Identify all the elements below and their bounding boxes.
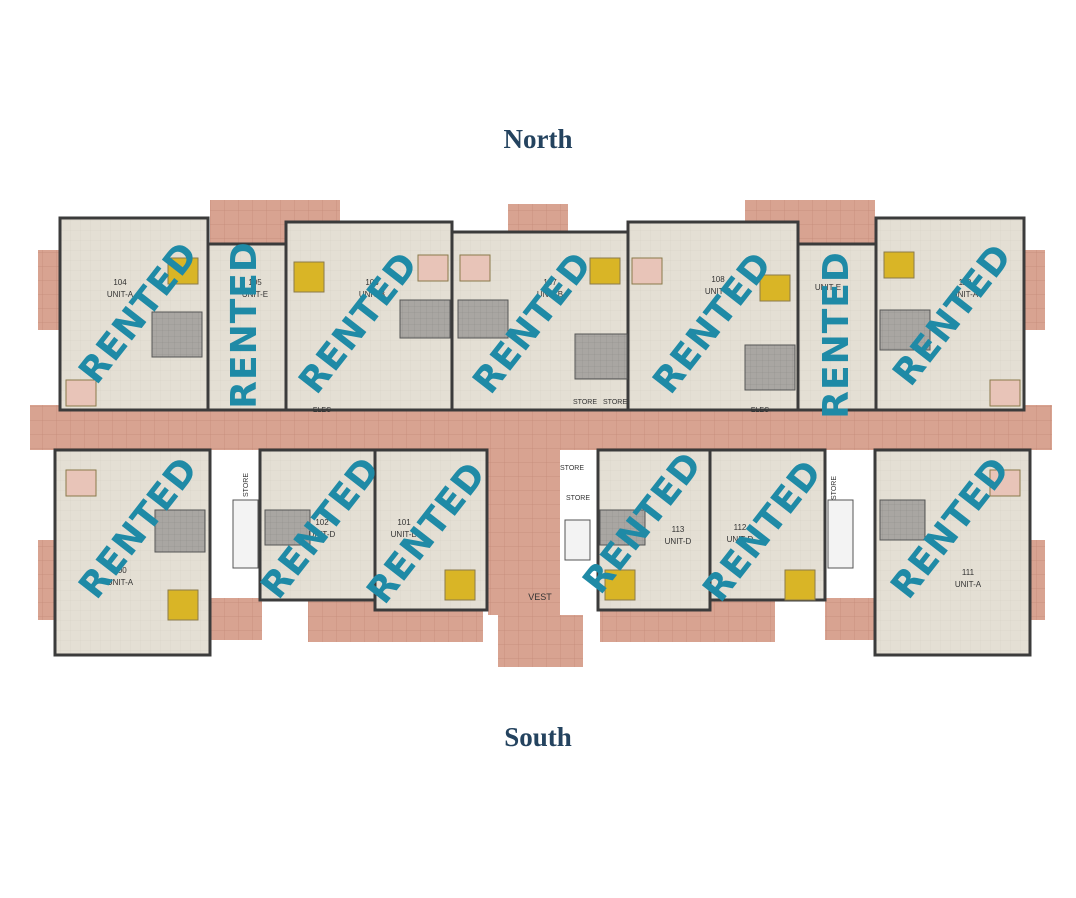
store-room-label: STORE [566, 495, 590, 502]
compass-south-label: South [504, 722, 572, 752]
unit-number: 110 [959, 278, 972, 287]
unit-type: UNIT-E [242, 290, 268, 299]
compass-north-label: North [503, 124, 573, 154]
store-room-label: STORE [603, 399, 627, 406]
north-units [58, 216, 1026, 412]
unit-number: 104 [113, 278, 127, 287]
elec-room-label: ELEC [313, 407, 331, 414]
store-room-label: STORE [831, 476, 838, 500]
unit-type: UNIT-B [705, 287, 731, 296]
rented-stamp: RENTED [816, 251, 857, 418]
unit-number: 107 [543, 278, 557, 287]
store-room-label: STORE [560, 465, 584, 472]
unit-type: UNIT-B [537, 290, 563, 299]
rented-stamp: RENTED [224, 241, 265, 408]
unit-number: 111 [962, 568, 975, 577]
stair-west [232, 499, 259, 569]
vestibule-label: VEST [528, 592, 552, 602]
unit-number: 106 [365, 278, 379, 287]
unit-number: 108 [711, 275, 725, 284]
unit-type: UNIT-D [665, 537, 692, 546]
unit-number: 112 [734, 523, 747, 532]
store-room-label: STORE [573, 399, 597, 406]
unit-number: 101 [397, 518, 411, 527]
unit-type: UNIT-A [952, 290, 979, 299]
unit-type: UNIT-A [107, 290, 134, 299]
unit-number: 100 [113, 566, 127, 575]
unit-type: UNIT-D [309, 530, 336, 539]
unit-type: UNIT-E [815, 283, 841, 292]
unit-number: 102 [315, 518, 329, 527]
unit-number: 109 [821, 271, 835, 280]
unit-number: 113 [672, 525, 685, 534]
store-room-label: STORE [243, 473, 250, 497]
corridor [30, 405, 1052, 450]
stair-east [827, 499, 854, 569]
bathrooms [151, 299, 931, 553]
elec-room-label: ELEC [751, 407, 769, 414]
beds [65, 251, 1021, 621]
unit-type: UNIT-D [727, 535, 754, 544]
unit-type: UNIT-D [391, 530, 418, 539]
unit-number: 105 [248, 278, 262, 287]
unit-type: UNIT-A [107, 578, 134, 587]
unit-type: UNIT-B [359, 290, 385, 299]
unit-type: UNIT-A [955, 580, 982, 589]
lobby [488, 450, 560, 615]
elevator [564, 519, 591, 561]
